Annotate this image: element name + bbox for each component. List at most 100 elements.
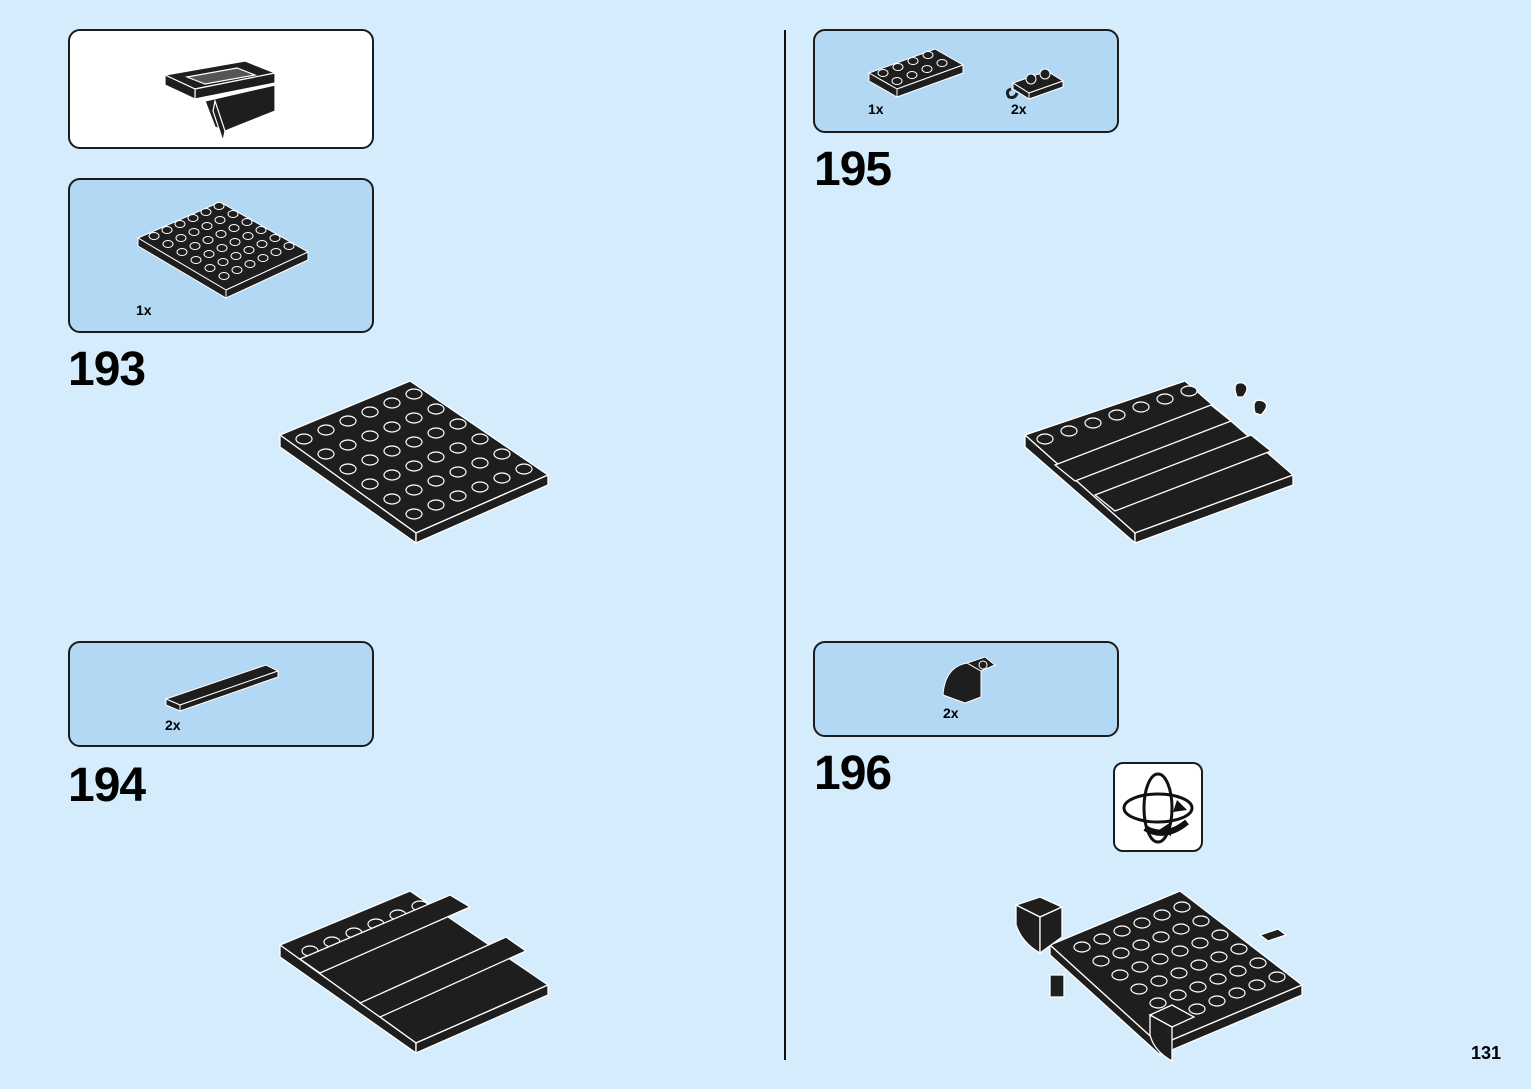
stud (471, 433, 489, 445)
stud (1093, 933, 1111, 945)
stud (242, 232, 254, 240)
stud (877, 69, 889, 77)
part-6x6-plate-icon (136, 201, 310, 299)
stud (361, 454, 379, 466)
stud (148, 232, 160, 240)
stud (1189, 981, 1207, 993)
stud (270, 248, 282, 256)
step-196-model (1014, 890, 1304, 1063)
stud (1060, 425, 1078, 437)
stud (1171, 945, 1189, 957)
stud (383, 421, 401, 433)
stud (1208, 995, 1226, 1007)
stud (244, 260, 256, 268)
stud (449, 466, 467, 478)
stud (162, 240, 174, 248)
stud (256, 240, 268, 248)
stud (1229, 965, 1247, 977)
stud (214, 216, 226, 224)
stud (257, 254, 269, 262)
step-195-number: 195 (814, 143, 892, 196)
stud (1190, 959, 1208, 971)
stud (1211, 929, 1229, 941)
step-194-qty: 2x (165, 717, 181, 733)
stud (201, 222, 213, 230)
stud (383, 469, 401, 481)
stud (405, 484, 423, 496)
stud (383, 445, 401, 457)
stud (218, 272, 230, 280)
step-194-number: 194 (68, 759, 146, 812)
stud (283, 242, 295, 250)
stud (176, 248, 188, 256)
stud (1153, 909, 1171, 921)
stud (215, 230, 227, 238)
step-196-number: 196 (814, 747, 892, 800)
part-plate-with-clip-icon (1005, 68, 1065, 100)
stud (936, 59, 948, 67)
step-194-model (278, 890, 550, 1055)
stud (1170, 967, 1188, 979)
submodel-image (163, 60, 278, 144)
step-194-parts-box: 2x (68, 641, 374, 747)
stud (1108, 409, 1126, 421)
stud (906, 71, 918, 79)
stud (241, 218, 253, 226)
stud (405, 388, 423, 400)
stud (1152, 931, 1170, 943)
stud (405, 436, 423, 448)
stud (515, 463, 533, 475)
stud (1210, 951, 1228, 963)
step-195-qty-2: 2x (1011, 101, 1027, 117)
stud (1192, 915, 1210, 927)
stud (891, 77, 903, 85)
stud (189, 242, 201, 250)
stud (1130, 983, 1148, 995)
stud (229, 238, 241, 246)
stud (1172, 923, 1190, 935)
stud (449, 418, 467, 430)
column-divider (784, 30, 786, 1060)
stud (187, 214, 199, 222)
stud (1149, 997, 1167, 1009)
stud (243, 246, 255, 254)
stud (405, 412, 423, 424)
stud (427, 403, 445, 415)
rotate-model-icon (1113, 762, 1203, 852)
stud (1073, 941, 1091, 953)
stud (361, 430, 379, 442)
stud (427, 427, 445, 439)
stud (1112, 947, 1130, 959)
stud (230, 252, 242, 260)
stud (1268, 971, 1286, 983)
stud (1131, 961, 1149, 973)
stud (216, 244, 228, 252)
step-195-qty-1: 1x (868, 101, 884, 117)
stud (231, 266, 243, 274)
stud (339, 439, 357, 451)
stud (449, 490, 467, 502)
stud (174, 220, 186, 228)
stud (1191, 937, 1209, 949)
stud (383, 397, 401, 409)
stud (213, 202, 225, 210)
stud (188, 228, 200, 236)
stud (339, 463, 357, 475)
part-1x6-tile-icon (164, 664, 280, 712)
stud (1151, 953, 1169, 965)
stud (493, 448, 511, 460)
stud (227, 210, 239, 218)
part-curved-slope-icon (942, 656, 996, 704)
stud (427, 475, 445, 487)
stud (405, 460, 423, 472)
stud (427, 451, 445, 463)
stud (1180, 385, 1198, 397)
stud (1156, 393, 1174, 405)
step-193-model (278, 380, 550, 545)
stud (1111, 969, 1129, 981)
stud (383, 493, 401, 505)
part-2x4-plate-icon (867, 48, 965, 98)
step-193-number: 193 (68, 343, 146, 396)
stud (161, 226, 173, 234)
stud (907, 57, 919, 65)
